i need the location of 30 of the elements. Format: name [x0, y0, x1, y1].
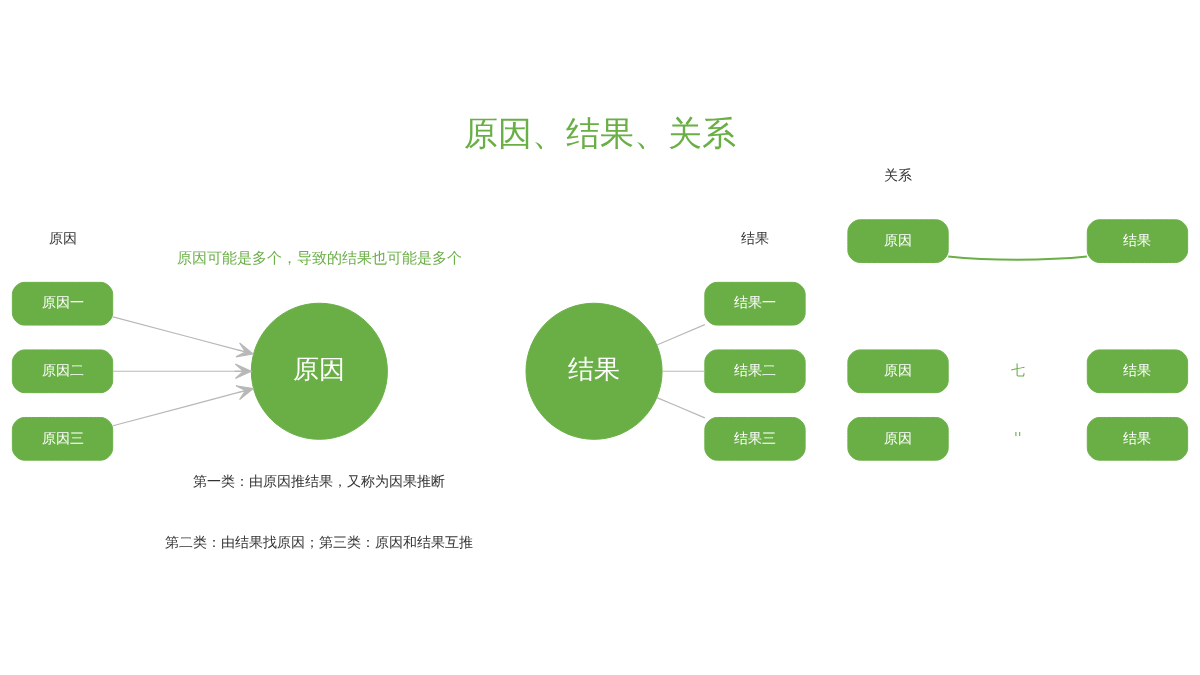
node-box: 结果三 [704, 416, 806, 461]
node-box: 结果二 [704, 349, 806, 394]
label: 七 [1010, 361, 1025, 378]
arrow [112, 316, 254, 358]
arrow [112, 363, 252, 380]
connector [661, 370, 706, 372]
label: 结果 [740, 229, 769, 246]
node-box: 原因 [847, 219, 949, 263]
connector [947, 255, 1088, 261]
connector [656, 397, 706, 419]
node-box: 原因 [847, 349, 949, 394]
label: 原因 [48, 229, 77, 246]
node-box: 原因三 [11, 416, 114, 461]
arrow [112, 385, 254, 427]
node-box: 原因 [847, 416, 949, 461]
label: '' [1013, 429, 1022, 446]
label: 第一类：由原因推结果，又称为因果推断 [193, 473, 446, 490]
label: 第二类：由结果找原因；第三类：原因和结果互推 [165, 533, 474, 550]
label: 关系 [884, 167, 913, 184]
node-circle: 原因 [250, 302, 388, 440]
node-box: 原因二 [11, 349, 114, 394]
node-box: 结果一 [704, 281, 806, 326]
node-box: 结果 [1086, 416, 1189, 461]
connector [656, 324, 706, 346]
node-box: 结果 [1086, 219, 1189, 263]
node-box: 结果 [1086, 349, 1189, 394]
diagram-title: 原因、结果、关系 [464, 113, 736, 153]
node-circle: 结果 [525, 302, 663, 440]
label: 原因可能是多个，导致的结果也可能是多个 [176, 249, 462, 268]
node-box: 原因一 [11, 281, 114, 326]
